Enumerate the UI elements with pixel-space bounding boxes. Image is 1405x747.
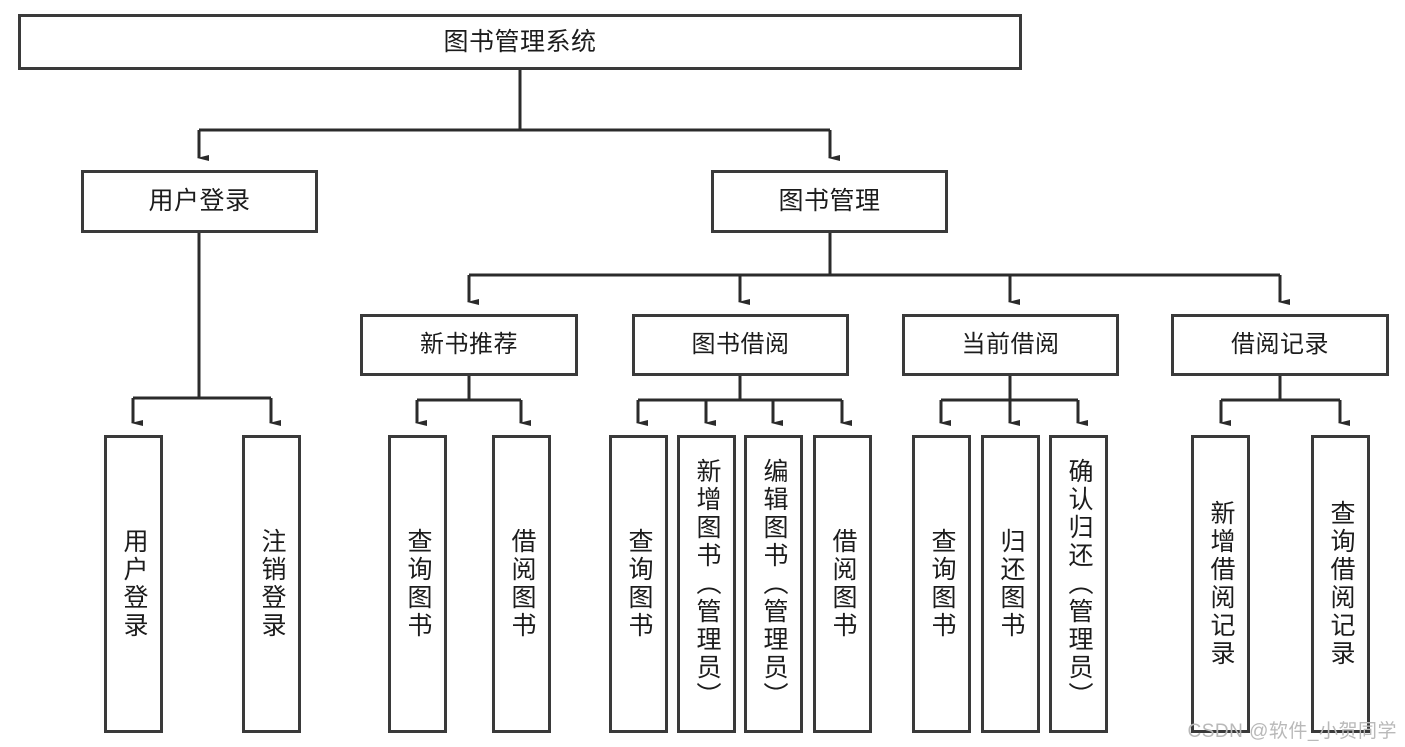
- node-leaf-add-record[interactable]: 新增借阅记录: [1191, 435, 1250, 733]
- node-new-book-recommend-label: 新书推荐: [420, 331, 518, 359]
- node-user-login[interactable]: 用户登录: [81, 170, 318, 233]
- node-leaf-borrow-book-1[interactable]: 借阅图书: [492, 435, 551, 733]
- node-borrow-record[interactable]: 借阅记录: [1171, 314, 1389, 376]
- node-leaf-logout-login-label: 注销登录: [258, 528, 286, 640]
- node-book-management[interactable]: 图书管理: [711, 170, 948, 233]
- node-leaf-edit-book-label: 编辑图书（管理员）: [760, 458, 788, 710]
- node-leaf-confirm-return[interactable]: 确认归还（管理员）: [1049, 435, 1108, 733]
- node-new-book-recommend[interactable]: 新书推荐: [360, 314, 578, 376]
- node-leaf-add-book-label: 新增图书（管理员）: [693, 458, 721, 710]
- node-leaf-borrow-book-2-label: 借阅图书: [829, 528, 857, 640]
- node-leaf-add-record-label: 新增借阅记录: [1207, 500, 1235, 668]
- node-leaf-return-book-label: 归还图书: [997, 528, 1025, 640]
- node-leaf-query-record[interactable]: 查询借阅记录: [1311, 435, 1370, 733]
- node-leaf-return-book[interactable]: 归还图书: [981, 435, 1040, 733]
- node-leaf-query-book-3[interactable]: 查询图书: [912, 435, 971, 733]
- node-user-login-label: 用户登录: [148, 187, 251, 215]
- node-leaf-confirm-return-label: 确认归还（管理员）: [1065, 458, 1093, 710]
- node-book-management-label: 图书管理: [778, 187, 881, 215]
- node-leaf-query-book-1[interactable]: 查询图书: [388, 435, 447, 733]
- node-leaf-borrow-book-1-label: 借阅图书: [508, 528, 536, 640]
- node-book-borrow[interactable]: 图书借阅: [632, 314, 849, 376]
- node-leaf-edit-book[interactable]: 编辑图书（管理员）: [744, 435, 803, 733]
- node-leaf-query-book-1-label: 查询图书: [404, 528, 432, 640]
- node-leaf-query-book-3-label: 查询图书: [928, 528, 956, 640]
- node-book-borrow-label: 图书借阅: [691, 331, 790, 359]
- node-leaf-borrow-book-2[interactable]: 借阅图书: [813, 435, 872, 733]
- node-leaf-query-book-2-label: 查询图书: [625, 528, 653, 640]
- node-leaf-add-book[interactable]: 新增图书（管理员）: [677, 435, 736, 733]
- node-current-borrow[interactable]: 当前借阅: [902, 314, 1119, 376]
- node-leaf-logout-login[interactable]: 注销登录: [242, 435, 301, 733]
- node-leaf-user-login-label: 用户登录: [120, 528, 148, 640]
- node-root-label: 图书管理系统: [443, 27, 597, 56]
- node-borrow-record-label: 借阅记录: [1231, 331, 1329, 359]
- node-current-borrow-label: 当前借阅: [961, 331, 1060, 359]
- csdn-watermark: CSDN @软件_小贺同学: [1187, 721, 1397, 742]
- node-root[interactable]: 图书管理系统: [18, 14, 1022, 70]
- node-leaf-query-book-2[interactable]: 查询图书: [609, 435, 668, 733]
- node-leaf-query-record-label: 查询借阅记录: [1327, 500, 1355, 668]
- node-leaf-user-login[interactable]: 用户登录: [104, 435, 163, 733]
